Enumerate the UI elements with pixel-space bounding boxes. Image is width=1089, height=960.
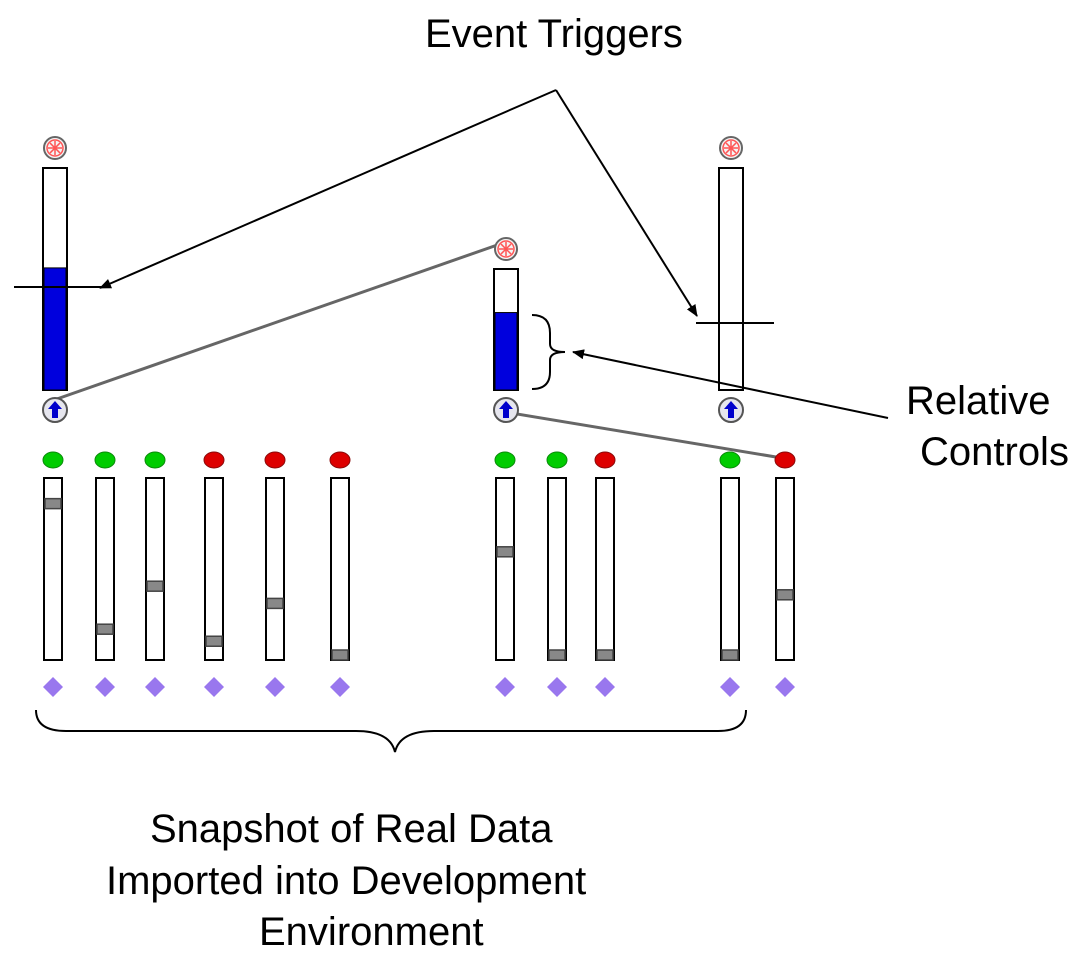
data-slider[interactable]: [264, 451, 286, 697]
status-dot-icon: [264, 451, 286, 469]
data-slider[interactable]: [329, 451, 351, 697]
data-slider[interactable]: [719, 451, 741, 697]
asterisk-circle-icon[interactable]: [719, 136, 743, 160]
data-slider[interactable]: [546, 451, 568, 697]
up-arrow-circle-icon[interactable]: [718, 397, 744, 423]
slider-thumb[interactable]: [496, 546, 514, 558]
slider-thumb[interactable]: [96, 623, 114, 635]
data-slider[interactable]: [594, 451, 616, 697]
slider-track[interactable]: [547, 477, 567, 661]
data-slider[interactable]: [494, 451, 516, 697]
data-slider[interactable]: [203, 451, 225, 697]
relative-control[interactable]: [493, 237, 519, 423]
diamond-icon[interactable]: [204, 677, 224, 697]
snapshot-label-line2: Imported into Development: [106, 859, 587, 903]
slider-track[interactable]: [204, 477, 224, 661]
relative-control[interactable]: [42, 136, 68, 423]
diamond-icon[interactable]: [95, 677, 115, 697]
relative-control-fill: [43, 267, 67, 391]
slider-thumb[interactable]: [44, 497, 62, 510]
slider-thumb[interactable]: [596, 649, 614, 661]
event-trigger-arrow: [99, 89, 557, 289]
event-trigger-arrow: [555, 89, 698, 317]
slider-thumb[interactable]: [548, 649, 566, 661]
diamond-icon[interactable]: [43, 677, 63, 697]
slider-track[interactable]: [95, 477, 115, 661]
diamond-icon[interactable]: [265, 677, 285, 697]
slider-track[interactable]: [595, 477, 615, 661]
slider-thumb[interactable]: [776, 589, 794, 601]
asterisk-circle-icon[interactable]: [43, 136, 67, 160]
slider-thumb[interactable]: [205, 635, 223, 647]
status-dot-icon: [546, 451, 568, 469]
event-triggers-label: Event Triggers: [425, 12, 683, 56]
asterisk-circle-icon[interactable]: [494, 237, 518, 261]
relative-control[interactable]: [718, 136, 744, 423]
relative-controls-arrow: [572, 349, 889, 419]
slider-thumb[interactable]: [721, 649, 739, 661]
slider-thumb[interactable]: [266, 597, 284, 610]
status-dot-icon: [494, 451, 516, 469]
data-slider[interactable]: [42, 451, 64, 697]
diamond-icon[interactable]: [595, 677, 615, 697]
relative-control-track[interactable]: [718, 167, 744, 391]
status-dot-icon: [94, 451, 116, 469]
slider-track[interactable]: [495, 477, 515, 661]
slider-thumb[interactable]: [331, 649, 349, 661]
diamond-icon[interactable]: [145, 677, 165, 697]
status-dot-icon: [594, 451, 616, 469]
diamond-icon[interactable]: [775, 677, 795, 697]
controls-label: Controls: [920, 430, 1069, 474]
slider-track[interactable]: [145, 477, 165, 661]
status-dot-icon: [719, 451, 741, 469]
diamond-icon[interactable]: [330, 677, 350, 697]
diamond-icon[interactable]: [495, 677, 515, 697]
status-dot-icon: [42, 451, 64, 469]
slider-track[interactable]: [43, 477, 63, 661]
diamond-icon[interactable]: [720, 677, 740, 697]
connection-line: [504, 410, 783, 460]
status-dot-icon: [144, 451, 166, 469]
relative-label: Relative: [906, 379, 1051, 423]
snapshot-label-line3: Environment: [259, 910, 484, 954]
up-arrow-circle-icon[interactable]: [42, 397, 68, 423]
snapshot-brace: [35, 709, 747, 753]
slider-track[interactable]: [720, 477, 740, 661]
slider-track[interactable]: [330, 477, 350, 661]
connection-line: [53, 241, 504, 402]
slider-thumb[interactable]: [146, 580, 164, 592]
slider-track[interactable]: [265, 477, 285, 661]
data-slider[interactable]: [144, 451, 166, 697]
data-slider[interactable]: [94, 451, 116, 697]
slider-track[interactable]: [775, 477, 795, 661]
status-dot-icon: [774, 451, 796, 469]
status-dot-icon: [329, 451, 351, 469]
relative-control-fill: [494, 312, 518, 391]
up-arrow-circle-icon[interactable]: [493, 397, 519, 423]
relative-brace: [531, 314, 566, 390]
diamond-icon[interactable]: [547, 677, 567, 697]
snapshot-label-line1: Snapshot of Real Data: [150, 807, 553, 851]
data-slider[interactable]: [774, 451, 796, 697]
status-dot-icon: [203, 451, 225, 469]
